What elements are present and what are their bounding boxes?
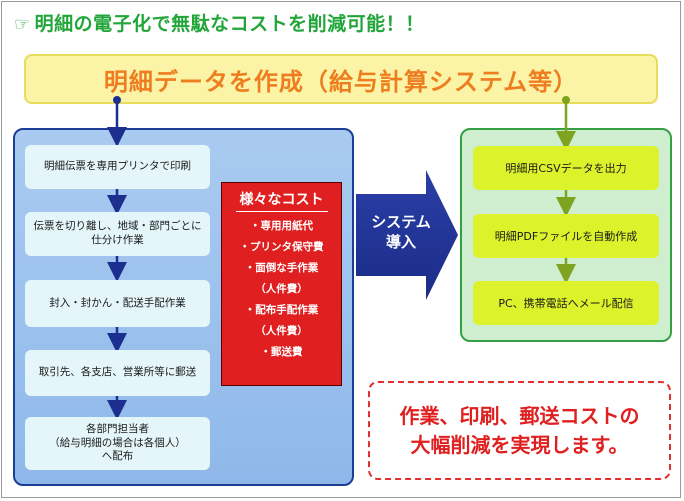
cost-item: ・郵送費	[260, 346, 303, 358]
cost-item: ・専用用紙代	[250, 220, 313, 232]
costs-box: 様々なコスト ・専用用紙代 ・プリンタ保守費 ・面倒な手作業 （人件費） ・配布…	[221, 182, 342, 386]
cost-item: ・面倒な手作業	[244, 262, 319, 274]
cost-item: （人件費）	[255, 283, 308, 295]
system-introduction-label: システム 導入	[371, 213, 431, 251]
step-enclose: 封入・封かん・配送手配作業	[25, 280, 210, 327]
new-step-pdf: 明細PDFファイルを自動作成	[473, 214, 659, 258]
pointing-hand-icon: ☞	[14, 14, 31, 35]
new-step-csv: 明細用CSVデータを出力	[473, 146, 659, 190]
step-mail: 取引先、各支店、営業所等に郵送	[25, 350, 210, 396]
costs-title: 様々なコスト	[235, 189, 328, 212]
cost-item: ・プリンタ保守費	[239, 241, 324, 253]
cost-item: ・配布手配作業	[244, 304, 319, 316]
result-message: 作業、印刷、郵送コストの 大幅削減を実現します。	[368, 381, 671, 480]
page-title: ☞明細の電子化で無駄なコストを削減可能！！	[14, 9, 425, 36]
step-distribute: 各部門担当者 （給与明細の場合は各個人） へ配布	[25, 417, 210, 470]
cost-item: （人件費）	[255, 325, 308, 337]
create-data-banner: 明細データを作成（給与計算システム等）	[24, 54, 658, 104]
system-arrow-icon	[356, 170, 458, 300]
step-print: 明細伝票を専用プリンタで印刷	[25, 145, 210, 189]
new-step-mail: PC、携帯電話へメール配信	[473, 281, 659, 325]
page-title-text: 明細の電子化で無駄なコストを削減可能！！	[34, 13, 425, 35]
step-sort: 伝票を切り離し、地域・部門ごとに仕分け作業	[25, 212, 210, 256]
costs-list: ・専用用紙代 ・プリンタ保守費 ・面倒な手作業 （人件費） ・配布手配作業 （人…	[222, 216, 341, 363]
